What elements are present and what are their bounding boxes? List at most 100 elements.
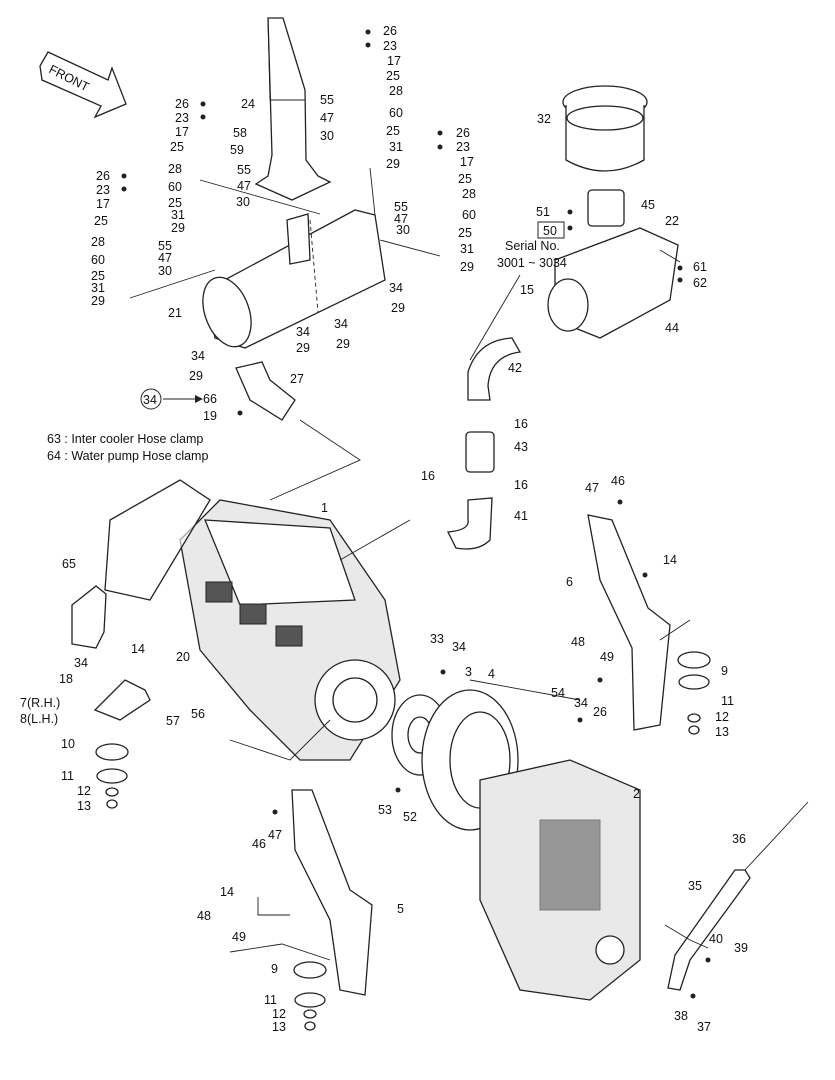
part-label: 29 [391, 301, 405, 315]
part-label: 10 [61, 737, 75, 751]
hardware-dots [121, 29, 711, 999]
part-label: 31 [460, 242, 474, 256]
part-label: 17 [175, 125, 189, 139]
part-label: 54 [551, 686, 565, 700]
part-label: 49 [232, 930, 246, 944]
part-label: 25 [386, 124, 400, 138]
part-label: 47 [268, 828, 282, 842]
part-label: 17 [460, 155, 474, 169]
part-label: 47 [394, 212, 408, 226]
part-label: 34 [389, 281, 403, 295]
exhaust-pipe [254, 17, 332, 201]
part-label: 60 [389, 106, 403, 120]
part-label: 12 [77, 784, 91, 798]
part-label: 55 [320, 93, 334, 107]
part-label: 14 [220, 885, 234, 899]
part-label: 30 [320, 129, 334, 143]
part-label: 46 [252, 837, 266, 851]
elbow-27 [235, 361, 296, 421]
front-arrow: FRONT [39, 51, 127, 119]
part-label: 3 [465, 665, 472, 679]
part-label: 31 [171, 208, 185, 222]
part-label: 57 [166, 714, 180, 728]
part-label: 13 [77, 799, 91, 813]
hose-42 [467, 337, 522, 401]
part-label: 46 [611, 474, 625, 488]
serial-box-label: 50 [543, 224, 557, 238]
air-cleaner-cover [562, 85, 648, 172]
part-label: 24 [241, 97, 255, 111]
part-label: 43 [514, 440, 528, 454]
part-label: 19 [203, 409, 217, 423]
part-label: 44 [665, 321, 679, 335]
bracket-6 [587, 514, 671, 731]
part-label: 47 [585, 481, 599, 495]
part-label: 28 [389, 84, 403, 98]
part-label: 40 [709, 932, 723, 946]
part-label: 66 [203, 392, 217, 406]
part-label: 30 [158, 264, 172, 278]
part-label: 29 [296, 341, 310, 355]
part-label: 33 [430, 632, 444, 646]
part-label: 42 [508, 361, 522, 375]
part-label: 45 [641, 198, 655, 212]
part-label: 37 [697, 1020, 711, 1034]
part-label: 55 [394, 200, 408, 214]
part-label: 60 [91, 253, 105, 267]
part-label: 58 [233, 126, 247, 140]
part-label: 53 [378, 803, 392, 817]
part-label: 41 [514, 509, 528, 523]
part-label: 31 [389, 140, 403, 154]
part-label: 16 [514, 417, 528, 431]
mount-stack-bottom [293, 961, 327, 1031]
air-cleaner-body [547, 189, 679, 339]
part-label: 26 [96, 169, 110, 183]
part-label: 34 [296, 325, 310, 339]
transmission [479, 759, 641, 1001]
note-intercooler-clamp: 63 : Inter cooler Hose clamp [47, 432, 203, 446]
part-label: 7(R.H.) [20, 696, 60, 710]
part-label: 29 [91, 294, 105, 308]
part-label: 17 [387, 54, 401, 68]
part-label: 25 [94, 214, 108, 228]
part-label: 25 [170, 140, 184, 154]
part-labels: 26 23 17 25 28 55 47 60 25 30 31 29 24 5… [20, 24, 748, 1034]
part-label: 31 [91, 281, 105, 295]
part-label: 26 [456, 126, 470, 140]
part-label: 29 [189, 369, 203, 383]
part-label: 47 [158, 251, 172, 265]
part-label: 49 [600, 650, 614, 664]
part-label: 55 [158, 239, 172, 253]
part-label: 14 [131, 642, 145, 656]
muffler [202, 209, 386, 349]
part-label: 27 [290, 372, 304, 386]
circled-callout: 34 [140, 388, 203, 410]
part-label: 56 [191, 707, 205, 721]
part-label: 36 [732, 832, 746, 846]
part-label: 12 [715, 710, 729, 724]
part-label: 29 [336, 337, 350, 351]
part-label: 22 [665, 214, 679, 228]
bracket-65 [71, 585, 107, 649]
serial-line1: Serial No. [505, 239, 560, 253]
part-label: 60 [462, 208, 476, 222]
part-label: 29 [386, 157, 400, 171]
part-label: 62 [693, 276, 707, 290]
part-label: 29 [460, 260, 474, 274]
part-label: 16 [514, 478, 528, 492]
part-label: 12 [272, 1007, 286, 1021]
part-label: 29 [171, 221, 185, 235]
part-label: 16 [421, 469, 435, 483]
part-label: 18 [59, 672, 73, 686]
part-label: 34 [452, 640, 466, 654]
part-label: 32 [537, 112, 551, 126]
part-label: 21 [168, 306, 182, 320]
engine [104, 479, 401, 761]
dipstick [667, 801, 809, 991]
part-label: 14 [663, 553, 677, 567]
part-label: 11 [721, 694, 734, 708]
part-label: 35 [688, 879, 702, 893]
part-label: 60 [168, 180, 182, 194]
part-label: 34 [74, 656, 88, 670]
part-label: 59 [230, 143, 244, 157]
